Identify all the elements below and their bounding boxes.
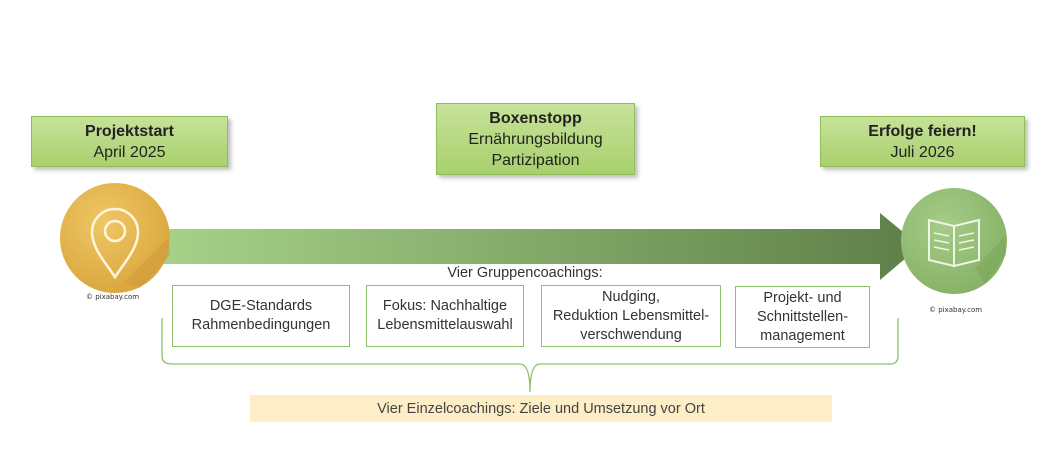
group-coaching-1: DGE-Standards Rahmenbedingungen	[172, 285, 350, 347]
group-coaching-3: Nudging, Reduktion Lebensmittel- verschw…	[541, 285, 721, 347]
image-credit-left: © pixabay.com	[86, 293, 140, 301]
timeline-arrow	[150, 213, 920, 280]
milestone-line: Ernährungsbildung	[468, 130, 603, 148]
milestone-line: Partizipation	[491, 151, 580, 169]
milestone-title: Projektstart	[85, 122, 174, 140]
group-coaching-2: Fokus: Nachhaltige Lebensmittelauswahl	[366, 285, 524, 347]
milestone-date: April 2025	[93, 143, 166, 161]
map-pin-icon	[60, 183, 170, 293]
brace	[161, 318, 899, 393]
open-book-icon	[901, 188, 1007, 294]
single-coachings-bar: Vier Einzelcoachings: Ziele und Umsetzun…	[250, 395, 832, 422]
milestone-title: Erfolge feiern!	[868, 122, 977, 140]
group-coachings-title: Vier Gruppencoachings:	[447, 265, 603, 281]
milestone-title: Boxenstopp	[489, 109, 582, 127]
milestone-projektstart: Projektstart April 2025	[31, 116, 228, 167]
milestone-boxenstopp: Boxenstopp Ernährungsbildung Partizipati…	[436, 103, 635, 175]
group-coaching-4: Projekt- und Schnittstellen- management	[735, 286, 870, 348]
milestone-erfolge: Erfolge feiern! Juli 2026	[820, 116, 1025, 167]
image-credit-right: © pixabay.com	[929, 306, 983, 314]
milestone-date: Juli 2026	[890, 143, 955, 161]
